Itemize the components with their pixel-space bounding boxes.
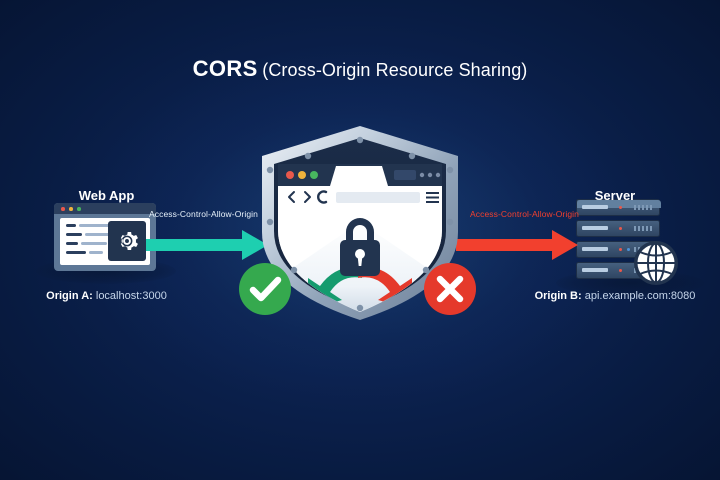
globe-icon (634, 241, 678, 285)
response-arrow (456, 230, 578, 260)
origin-a-label: Origin A: localhost:3000 (34, 290, 179, 302)
shield-rivets (266, 136, 454, 312)
title-main: CORS (192, 56, 258, 81)
check-icon (249, 276, 282, 302)
web-app-settings-panel (108, 221, 146, 261)
server-unit-2 (576, 220, 660, 237)
browser-active-tab (330, 166, 388, 186)
padlock-icon (340, 218, 380, 276)
origin-b-value: api.example.com:8080 (584, 290, 696, 302)
window-dot-close (61, 207, 65, 211)
request-header-label: Access-Control-Allow-Origin (149, 209, 258, 219)
browser-dot-minimize (298, 171, 306, 179)
browser-inactive-tab (394, 170, 416, 180)
origin-a-key: Origin A: (46, 290, 93, 302)
title-subtitle: (Cross-Origin Resource Sharing) (262, 60, 528, 80)
window-dot-maximize (77, 207, 81, 211)
page-title: CORS (Cross-Origin Resource Sharing) (0, 56, 720, 82)
security-shield (262, 126, 458, 320)
forward-arrow-icon (304, 191, 311, 203)
web-app-label: Web App (78, 188, 135, 203)
back-arrow-icon (288, 191, 295, 203)
allowed-badge (239, 263, 291, 315)
web-app-titlebar (54, 203, 156, 214)
browser-dot-close (286, 171, 294, 179)
origin-b-label: Origin B: api.example.com:8080 (515, 290, 715, 302)
origin-b-key: Origin B: (534, 290, 582, 302)
gear-icon (120, 232, 138, 250)
reload-icon (317, 190, 328, 204)
hamburger-menu-icon (426, 192, 439, 203)
browser-address-bar (336, 192, 420, 203)
server-stack-icon (576, 199, 678, 285)
blocked-badge (424, 263, 476, 315)
web-app-content (60, 218, 150, 265)
server-unit-1 (576, 199, 661, 216)
server-label: Server (594, 188, 636, 203)
web-app-window-icon (54, 203, 156, 271)
window-dot-minimize (69, 207, 73, 211)
cross-icon (436, 275, 464, 303)
response-header-label: Access-Control-Allow-Origin (470, 209, 579, 219)
request-arrow (146, 230, 268, 260)
origin-a-value: localhost:3000 (95, 290, 167, 302)
browser-dot-maximize (310, 171, 318, 179)
